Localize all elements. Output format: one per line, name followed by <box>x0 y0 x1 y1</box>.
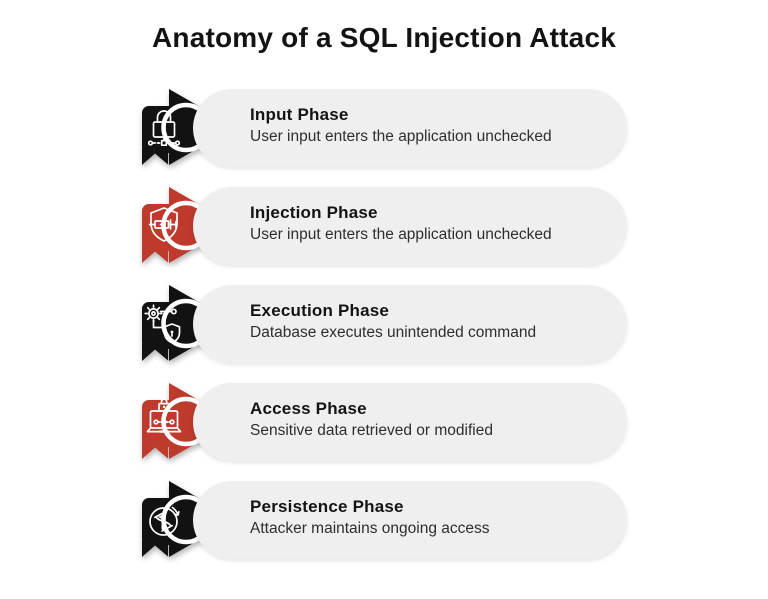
phase-row-access: Access Phase Sensitive data retrieved or… <box>142 383 627 461</box>
phase-row-injection: Injection Phase User input enters the ap… <box>142 187 627 265</box>
shield-syringe-icon <box>148 207 178 242</box>
gear-flow-shield-icon <box>144 304 181 344</box>
phase-title: Injection Phase <box>250 203 378 222</box>
phase-description: User input enters the application unchec… <box>250 226 552 243</box>
laptop-lock-icon <box>146 398 182 433</box>
phase-row-input: Input Phase User input enters the applic… <box>142 89 627 167</box>
phase-description: Attacker maintains ongoing access <box>250 520 490 537</box>
phase-row-persistence: Persistence Phase Attacker maintains ong… <box>142 481 627 559</box>
phase-badge <box>142 187 235 263</box>
phase-pill: Injection Phase User input enters the ap… <box>193 187 627 265</box>
hourglass-refresh-icon <box>149 506 180 536</box>
page-title: Anatomy of a SQL Injection Attack <box>151 22 616 53</box>
phase-title: Persistence Phase <box>250 497 404 516</box>
phase-description: User input enters the application unchec… <box>250 128 552 145</box>
phase-pill: Access Phase Sensitive data retrieved or… <box>193 383 627 461</box>
phase-title: Input Phase <box>250 105 349 124</box>
phase-pill: Input Phase User input enters the applic… <box>193 89 627 167</box>
phase-pill: Execution Phase Database executes uninte… <box>193 285 627 363</box>
lock-network-icon <box>147 110 181 147</box>
phase-row-execution: Execution Phase Database executes uninte… <box>142 285 627 363</box>
phase-description: Sensitive data retrieved or modified <box>250 422 493 439</box>
phase-description: Database executes unintended command <box>250 324 537 341</box>
phase-pill: Persistence Phase Attacker maintains ong… <box>193 481 627 559</box>
phase-title: Access Phase <box>250 399 367 418</box>
phase-list: Input Phase User input enters the applic… <box>142 89 627 559</box>
phase-title: Execution Phase <box>250 301 390 320</box>
